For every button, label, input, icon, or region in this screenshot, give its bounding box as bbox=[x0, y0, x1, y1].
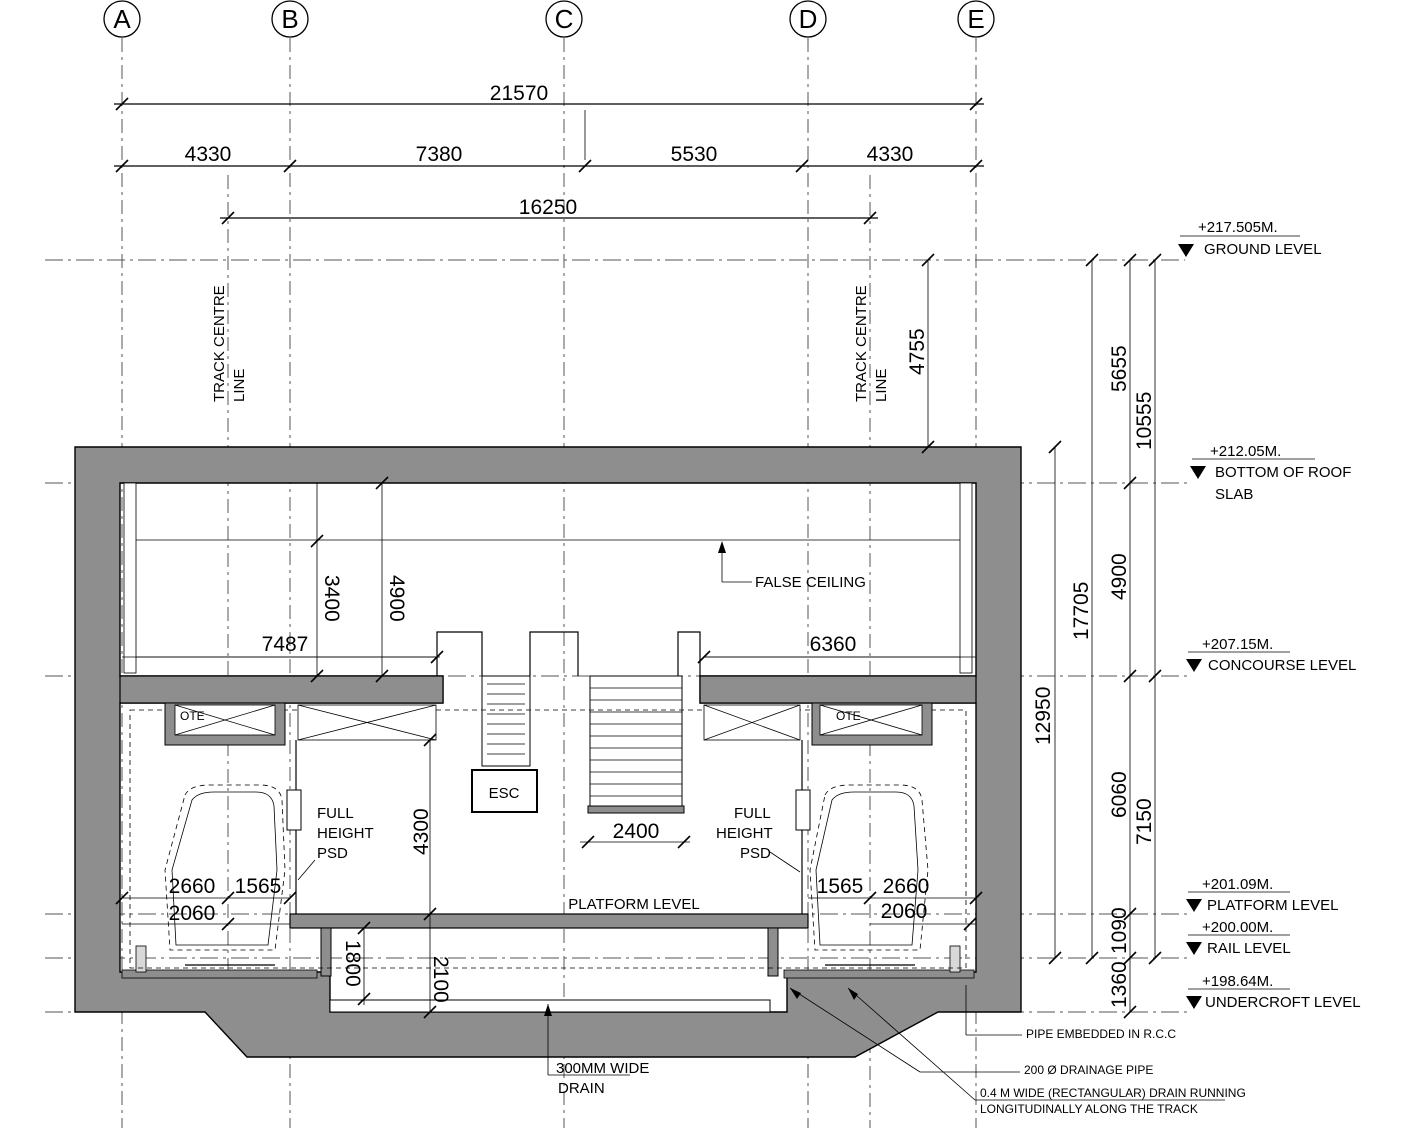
grid-label-d: D bbox=[799, 4, 818, 34]
false-ceiling-label: FALSE CEILING bbox=[755, 574, 866, 591]
rect-drain-label-2: LONGITUDINALLY ALONG THE TRACK bbox=[980, 1102, 1198, 1116]
dim-overall-width: 21570 bbox=[490, 82, 548, 105]
dim-ground-to-platform: 10555 bbox=[1133, 392, 1156, 450]
platform-level-value: +201.09M. bbox=[1202, 876, 1273, 893]
roof-level-name-1: BOTTOM OF ROOF bbox=[1215, 464, 1351, 481]
grid-label-a: A bbox=[113, 4, 131, 34]
dim-ground-to-concourse: 5655 bbox=[1108, 345, 1131, 392]
dim-drain-total: 2100 bbox=[429, 956, 452, 1003]
ote-ducts: OTE OTE bbox=[164, 702, 933, 746]
dim-concourse-to-rail: 7150 bbox=[1133, 798, 1156, 845]
psd-left-3: PSD bbox=[317, 845, 348, 862]
rail-level-value: +200.00M. bbox=[1202, 919, 1273, 936]
psd-left-1: FULL bbox=[317, 805, 354, 822]
dim-roof-void: 4900 bbox=[385, 575, 408, 622]
ground-level-value: +217.505M. bbox=[1198, 219, 1278, 236]
track-centre-right-1: TRACK CENTRE bbox=[853, 285, 870, 402]
dim-roof-to-concourse: 4900 bbox=[1108, 553, 1131, 600]
dim-drain-depth: 1800 bbox=[341, 940, 364, 987]
track-centre-left-1: TRACK CENTRE bbox=[211, 285, 228, 402]
dim-platform-to-rail: 1090 bbox=[1108, 907, 1131, 954]
dim-ground-to-roof: 4755 bbox=[906, 328, 929, 375]
psd-left-2: HEIGHT bbox=[317, 825, 374, 842]
dim-left-track-c: 2060 bbox=[169, 902, 216, 925]
bottom-annotations: 300MM WIDE DRAIN PIPE EMBEDDED IN R.C.C … bbox=[544, 985, 1246, 1116]
dim-bay-cd: 5530 bbox=[671, 143, 718, 166]
dim-bay-bc: 7380 bbox=[416, 143, 463, 166]
roof-level-value: +212.05M. bbox=[1210, 443, 1281, 460]
dim-ceiling-void: 3400 bbox=[320, 575, 343, 622]
vertical-dimensions: 4755 17705 12950 5655 4900 6060 1090 136… bbox=[906, 253, 1162, 1019]
dim-bay-ab: 4330 bbox=[185, 143, 232, 166]
platform-level-label: PLATFORM LEVEL bbox=[568, 896, 699, 913]
psd-right-3: PSD bbox=[740, 845, 771, 862]
drain-label-2: DRAIN bbox=[558, 1080, 605, 1097]
dim-left-track-b: 1565 bbox=[235, 875, 282, 898]
dim-left-slab: 7487 bbox=[262, 633, 309, 656]
ote-left-label: OTE bbox=[180, 709, 205, 723]
ground-level-name: GROUND LEVEL bbox=[1204, 241, 1322, 258]
interior-dimensions: 3400 4900 7487 6360 FALSE CEILING 4300 2… bbox=[115, 476, 983, 1019]
drainage-pipe-label: 200 Ø DRAINAGE PIPE bbox=[1024, 1063, 1153, 1077]
level-tags: +217.505M. GROUND LEVEL +212.05M. BOTTOM… bbox=[1178, 219, 1361, 1011]
track-centre-labels: TRACK CENTRE LINE TRACK CENTRE LINE bbox=[211, 285, 890, 402]
ote-right-label: OTE bbox=[836, 709, 861, 723]
pipe-embedded-label: PIPE EMBEDDED IN R.C.C bbox=[1026, 1027, 1176, 1041]
dim-right-track-b: 2660 bbox=[883, 875, 930, 898]
platform-level-name: PLATFORM LEVEL bbox=[1207, 897, 1338, 914]
rail-level-name: RAIL LEVEL bbox=[1207, 940, 1291, 957]
concourse-level-name: CONCOURSE LEVEL bbox=[1208, 657, 1356, 674]
dim-left-track-a: 2660 bbox=[169, 875, 216, 898]
psd-right-2: HEIGHT bbox=[716, 825, 773, 842]
dim-right-track-c: 2060 bbox=[881, 900, 928, 923]
dim-track-to-track: 16250 bbox=[519, 196, 577, 219]
rect-drain-label-1: 0.4 M WIDE (RECTANGULAR) DRAIN RUNNING bbox=[980, 1086, 1246, 1100]
concourse-level-value: +207.15M. bbox=[1202, 636, 1273, 653]
roof-level-name-2: SLAB bbox=[1215, 486, 1253, 503]
top-dimensions: 21570 4330 7380 5530 4330 16250 bbox=[114, 82, 984, 225]
dim-inner-height: 12950 bbox=[1032, 687, 1055, 745]
dim-total-height: 17705 bbox=[1070, 582, 1093, 640]
dim-rail-to-undercroft: 1360 bbox=[1108, 961, 1131, 1008]
platform-screen-doors: FULL HEIGHT PSD FULL HEIGHT PSD bbox=[286, 740, 811, 914]
dim-platform-clear: 4300 bbox=[410, 808, 433, 855]
grid-label-c: C bbox=[555, 4, 574, 34]
esc-label: ESC bbox=[489, 785, 520, 802]
dim-stair-width: 2400 bbox=[613, 820, 660, 843]
psd-right-1: FULL bbox=[734, 805, 771, 822]
track-centre-left-2: LINE bbox=[231, 369, 248, 402]
undercroft-level-name: UNDERCROFT LEVEL bbox=[1205, 994, 1361, 1011]
train-outlines bbox=[164, 784, 929, 966]
grid-label-b: B bbox=[281, 4, 298, 34]
dim-right-track-a: 1565 bbox=[817, 875, 864, 898]
dim-right-slab: 6360 bbox=[810, 633, 857, 656]
drain-label-1: 300MM WIDE bbox=[556, 1060, 649, 1077]
grid-label-e: E bbox=[967, 4, 984, 34]
undercroft-level-value: +198.64M. bbox=[1202, 973, 1273, 990]
stairs-escalator: ESC bbox=[436, 631, 701, 814]
dim-concourse-to-platform: 6060 bbox=[1108, 771, 1131, 818]
grid-bubbles: A B C D E bbox=[103, 0, 995, 38]
dim-bay-de: 4330 bbox=[867, 143, 914, 166]
track-centre-right-2: LINE bbox=[873, 369, 890, 402]
